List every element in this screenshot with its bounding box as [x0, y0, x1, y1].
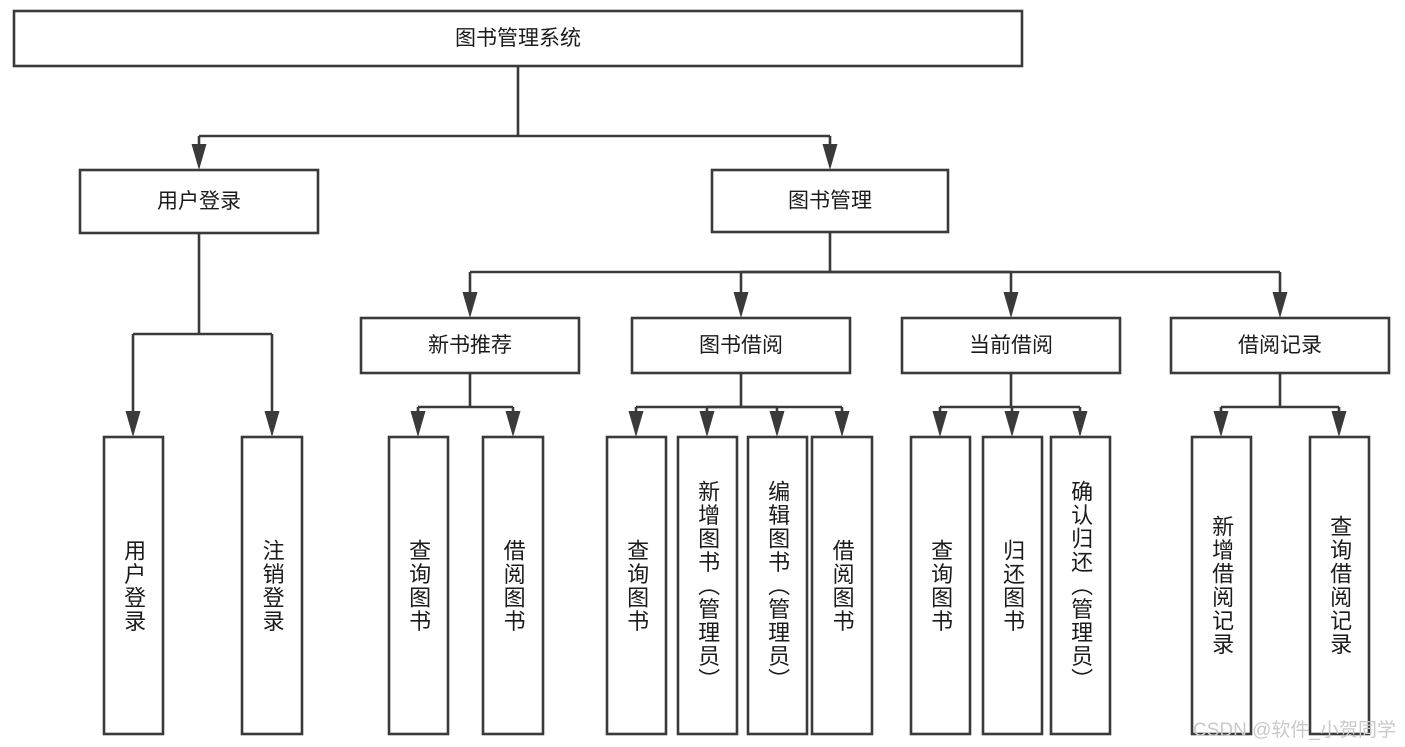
connector-user-login-to-leaf-user-logout	[199, 332, 280, 437]
node-box[interactable]	[78, 168, 320, 235]
node-label: 图书管理系统	[455, 27, 581, 50]
connector-book-manage-to-borrow-record	[830, 270, 1288, 318]
node-root[interactable]: 图书管理系统	[12, 9, 1024, 68]
node-book-borrow[interactable]: 图书借阅	[630, 316, 852, 375]
connector-book-borrow-to-leaf-query-book-2	[628, 405, 741, 437]
node-box[interactable]	[1308, 435, 1371, 736]
connector-book-manage-to-book-borrow	[733, 270, 830, 318]
arrowhead-icon	[1004, 411, 1020, 437]
node-box[interactable]	[1190, 435, 1253, 736]
arrowhead-icon	[264, 411, 280, 437]
arrowhead-icon	[125, 411, 141, 437]
arrowhead-icon	[628, 411, 644, 437]
node-leaf-edit-book[interactable]	[746, 435, 809, 736]
node-leaf-confirm-return[interactable]	[1049, 435, 1112, 736]
node-box[interactable]	[359, 316, 581, 375]
node-label: 图书借阅	[699, 334, 783, 357]
connector-user-login-to-leaf-user-login	[125, 332, 199, 437]
arrowhead-icon	[733, 292, 749, 318]
node-label: 当前借阅	[969, 334, 1053, 357]
node-leaf-query-book-1[interactable]	[387, 435, 450, 736]
node-label: 借阅记录	[1238, 334, 1322, 357]
node-box[interactable]	[676, 435, 739, 736]
node-leaf-add-book[interactable]	[676, 435, 739, 736]
node-box[interactable]	[981, 435, 1044, 736]
edge-layer	[125, 66, 1347, 437]
watermark-text: CSDN @软件_小贺同学	[1193, 720, 1396, 741]
node-box[interactable]	[630, 316, 852, 375]
node-leaf-query-book-2[interactable]	[605, 435, 668, 736]
node-leaf-user-logout[interactable]	[240, 435, 304, 736]
node-leaf-borrow-book-1[interactable]	[481, 435, 545, 736]
node-current-borrow[interactable]: 当前借阅	[900, 316, 1122, 375]
node-box[interactable]	[605, 435, 668, 736]
node-leaf-return-book[interactable]	[981, 435, 1044, 736]
connector-book-manage-to-current-borrow	[830, 270, 1019, 318]
node-box[interactable]	[1049, 435, 1112, 736]
arrowhead-icon	[1003, 292, 1019, 318]
node-box[interactable]	[1169, 316, 1391, 375]
connector-root-to-book-manage	[518, 134, 838, 170]
arrowhead-icon	[1072, 411, 1088, 437]
node-leaf-query-record[interactable]	[1308, 435, 1371, 736]
connector-borrow-record-to-leaf-add-record	[1213, 405, 1280, 437]
node-box[interactable]	[240, 435, 304, 736]
connector-new-book-recommend-to-leaf-borrow-book-1	[470, 405, 521, 437]
arrowhead-icon	[932, 411, 948, 437]
connector-book-manage-to-new-book-recommend	[462, 270, 830, 318]
connector-current-borrow-to-leaf-confirm-return	[1011, 405, 1088, 437]
arrowhead-icon	[769, 411, 785, 437]
connector-current-borrow-to-leaf-query-book-3	[932, 405, 1011, 437]
node-leaf-borrow-book-2[interactable]	[810, 435, 874, 736]
arrowhead-icon	[834, 411, 850, 437]
node-borrow-record[interactable]: 借阅记录	[1169, 316, 1391, 375]
connector-borrow-record-to-leaf-query-record	[1280, 405, 1347, 437]
node-box[interactable]	[810, 435, 874, 736]
connector-root-to-user-login	[191, 134, 518, 170]
node-book-manage[interactable]: 图书管理	[710, 168, 950, 234]
node-box[interactable]	[710, 168, 950, 234]
connector-current-borrow-to-leaf-return-book	[1004, 405, 1020, 437]
node-box[interactable]	[481, 435, 545, 736]
connector-book-borrow-to-leaf-edit-book	[741, 405, 785, 437]
connector-book-borrow-to-leaf-borrow-book-2	[741, 405, 850, 437]
node-label: 新书推荐	[428, 334, 512, 357]
node-box[interactable]	[900, 316, 1122, 375]
connector-book-borrow-to-leaf-add-book	[699, 405, 741, 437]
arrowhead-icon	[1213, 411, 1229, 437]
arrowhead-icon	[410, 411, 426, 437]
node-label: 图书管理	[788, 190, 872, 213]
arrowhead-icon	[822, 144, 838, 170]
node-leaf-user-login[interactable]	[102, 435, 165, 736]
node-leaf-add-record[interactable]	[1190, 435, 1253, 736]
arrowhead-icon	[699, 411, 715, 437]
arrowhead-icon	[191, 144, 207, 170]
node-label: 用户登录	[157, 190, 241, 213]
arrowhead-icon	[1331, 411, 1347, 437]
connector-new-book-recommend-to-leaf-query-book-1	[410, 405, 470, 437]
node-user-login[interactable]: 用户登录	[78, 168, 320, 235]
arrowhead-icon	[1272, 292, 1288, 318]
node-box[interactable]	[387, 435, 450, 736]
node-box[interactable]	[12, 9, 1024, 68]
node-new-book-recommend[interactable]: 新书推荐	[359, 316, 581, 375]
node-leaf-query-book-3[interactable]	[909, 435, 972, 736]
arrowhead-icon	[505, 411, 521, 437]
arrowhead-icon	[462, 292, 478, 318]
node-box[interactable]	[746, 435, 809, 736]
node-box[interactable]	[909, 435, 972, 736]
node-box[interactable]	[102, 435, 165, 736]
